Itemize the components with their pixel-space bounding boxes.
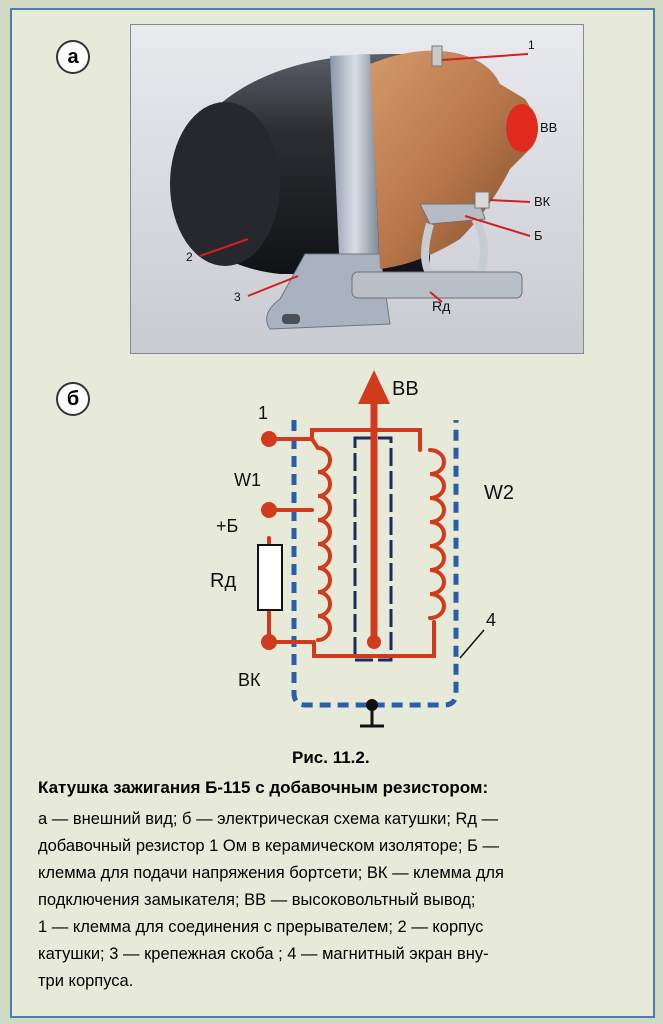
callout-1: 1 — [528, 38, 535, 52]
panel-b-label: б — [56, 382, 90, 416]
label-w1: W1 — [234, 470, 261, 490]
figure-card: 1 ВВ ВК Б 2 3 Rд а б — [10, 8, 655, 1018]
label-rd: Rд — [210, 570, 237, 592]
caption-line: добавочный резистор 1 Ом в керамическом … — [38, 837, 500, 855]
caption-line: подключения замыкателя; ВВ — высоковольт… — [38, 891, 476, 909]
figure-number: Рис. 11.2. — [292, 748, 370, 767]
label-screen-4: 4 — [486, 610, 497, 630]
callout-rd: Rд — [432, 298, 451, 314]
caption-line: катушки; 3 — крепежная скоба ; 4 — магни… — [38, 945, 489, 963]
magnetic-screen — [291, 420, 459, 708]
callout-3: 3 — [234, 290, 241, 304]
label-plus-b: +Б — [216, 516, 239, 536]
figure-caption: а — внешний вид; б — электрическая схема… — [38, 806, 638, 995]
label-terminal-1: 1 — [258, 403, 269, 423]
callout-bk: ВК — [534, 194, 551, 209]
panel-a-label: а — [56, 40, 90, 74]
callout-b: Б — [534, 228, 543, 243]
label-bk: ВК — [238, 670, 261, 690]
caption-line: 1 — клемма для соединения с прерывателем… — [38, 918, 484, 936]
label-w2: W2 — [484, 482, 514, 504]
resistor — [257, 544, 283, 611]
callout-bb: ВВ — [540, 120, 558, 135]
label-bb: ВВ — [392, 378, 419, 400]
coil-photo — [130, 24, 584, 354]
caption-line: а — внешний вид; б — электрическая схема… — [38, 810, 499, 828]
core — [353, 436, 393, 662]
callout-2: 2 — [186, 250, 193, 264]
figure-title: Катушка зажигания Б-115 с добавочным рез… — [38, 778, 489, 797]
caption-line: три корпуса. — [38, 972, 134, 990]
caption-line: клемма для подачи напряжения бортсети; В… — [38, 864, 504, 882]
